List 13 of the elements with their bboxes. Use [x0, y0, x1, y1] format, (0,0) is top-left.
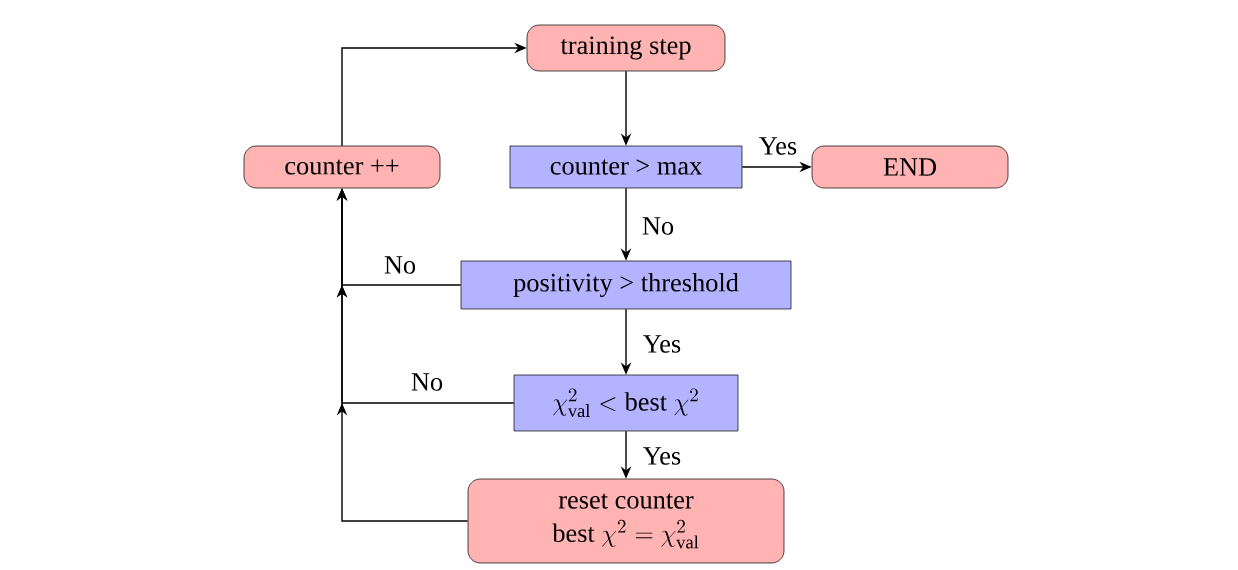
process-box: $\chi^2_{\mathrm{val}} < \mathrm{best}\ \chi^2$ [513, 374, 739, 432]
process-box: positivity > threshold [460, 260, 792, 310]
edge-label: Yes [757, 135, 799, 157]
process-box: counter > max [509, 145, 743, 189]
edge-label: No [409, 371, 445, 393]
edge-label: No [382, 254, 418, 276]
terminal-box: END [811, 145, 1009, 189]
terminal-box: counter ++ [243, 145, 441, 189]
edge-label: Yes [641, 445, 683, 467]
terminal-box: training step [526, 24, 726, 72]
edge-label: Yes [641, 333, 683, 355]
edge-label: No [640, 215, 676, 237]
terminal-box: reset counter $\mathrm{best}\ \chi^2 = \chi^2_{\mathrm{val}}$ [467, 478, 785, 564]
